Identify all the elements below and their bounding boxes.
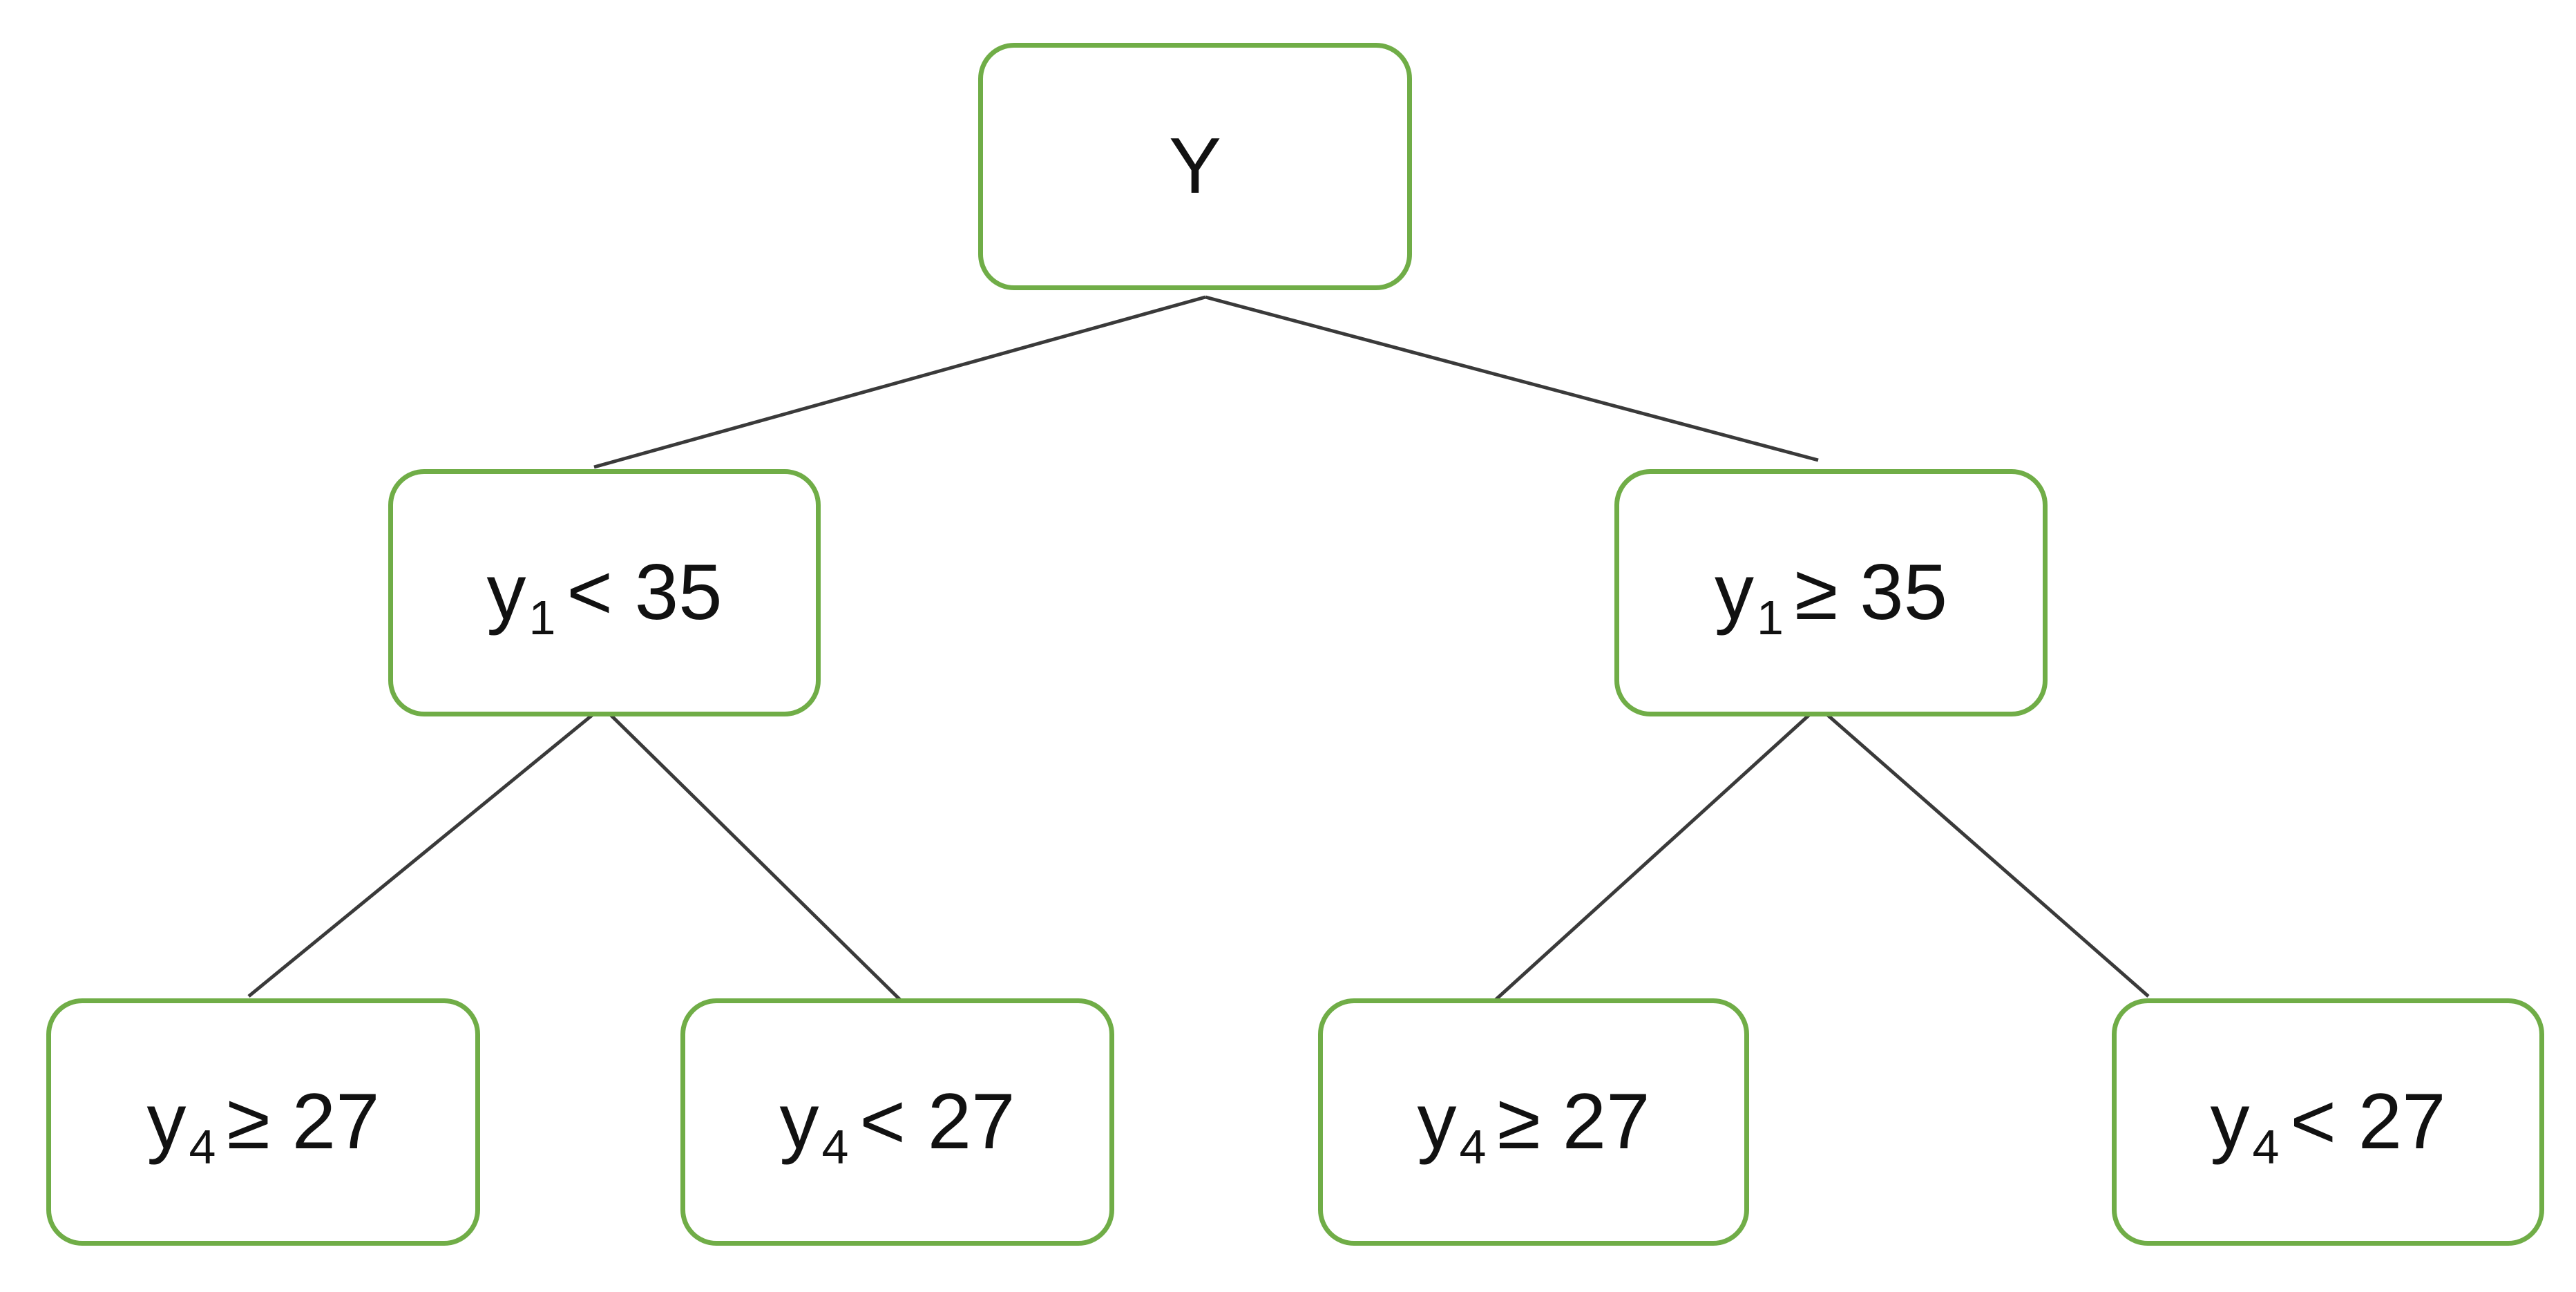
tree-node-left-right: y4< 27	[680, 998, 1114, 1246]
condition-operator: <	[859, 1078, 906, 1166]
condition-subscript: 4	[1459, 1120, 1487, 1174]
edge-left-right	[601, 705, 901, 1001]
condition-value: 27	[2358, 1078, 2446, 1166]
condition-value: 27	[1562, 1078, 1650, 1166]
condition-variable: y	[779, 1078, 819, 1166]
condition-subscript: 4	[821, 1120, 849, 1174]
tree-node-right: y1≥ 35	[1614, 469, 2048, 716]
condition-subscript: 4	[189, 1120, 216, 1174]
condition-variable: y	[486, 549, 526, 636]
node-right-left-label: y4≥ 27	[1417, 1083, 1650, 1172]
condition-variable: y	[2210, 1078, 2250, 1166]
edge-root-left	[593, 295, 1206, 469]
node-left-right-label: y4< 27	[779, 1083, 1015, 1172]
tree-node-right-left: y4≥ 27	[1318, 998, 1749, 1246]
condition-subscript: 1	[528, 591, 556, 645]
edge-root-right	[1205, 295, 1819, 462]
node-root-label: Y	[1168, 122, 1222, 210]
condition-operator: <	[2290, 1078, 2336, 1166]
condition-value: 35	[634, 549, 723, 636]
node-left-left-label: y4≥ 27	[146, 1083, 379, 1172]
condition-operator: <	[566, 549, 613, 636]
node-right-right-label: y4< 27	[2210, 1083, 2445, 1172]
condition-subscript: 4	[2252, 1120, 2280, 1174]
condition-value: 35	[1860, 549, 1947, 636]
condition-variable: y	[1714, 549, 1754, 636]
condition-operator: ≥	[1794, 549, 1838, 636]
condition-operator: ≥	[227, 1078, 270, 1166]
node-left-label: y1< 35	[486, 553, 722, 643]
condition-subscript: 1	[1756, 591, 1784, 645]
condition-operator: ≥	[1497, 1078, 1540, 1166]
edge-left-left	[247, 705, 604, 998]
tree-node-root: Y	[978, 43, 1412, 290]
condition-variable: y	[1417, 1078, 1457, 1166]
tree-node-left: y1< 35	[388, 469, 821, 716]
edge-right-right	[1817, 705, 2150, 998]
condition-value: 27	[927, 1078, 1015, 1166]
tree-node-right-right: y4< 27	[2112, 998, 2544, 1246]
edge-right-left	[1494, 705, 1820, 1001]
tree-node-left-left: y4≥ 27	[46, 998, 480, 1246]
node-right-label: y1≥ 35	[1715, 553, 1947, 643]
condition-variable: y	[146, 1078, 187, 1166]
condition-value: 27	[292, 1078, 380, 1166]
